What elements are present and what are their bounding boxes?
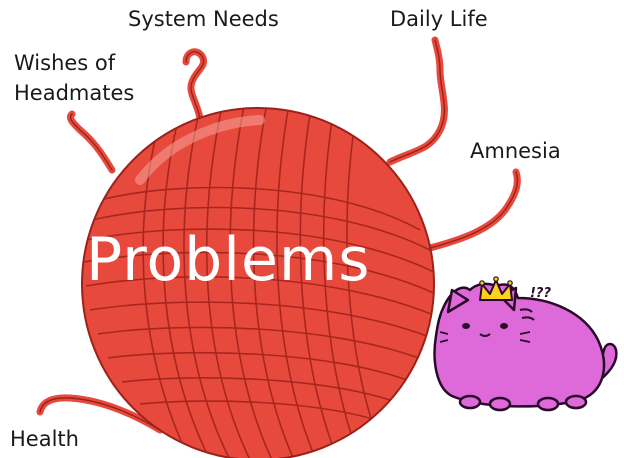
cat-exclamation: !?? xyxy=(530,286,551,301)
label-health: Health xyxy=(10,424,79,454)
strand-wishes xyxy=(70,114,112,170)
strand-daily-life xyxy=(390,40,444,162)
pusheen-cat-icon xyxy=(435,284,617,410)
label-system-needs: System Needs xyxy=(128,4,279,34)
label-wishes-of-headmates: Wishes of Headmates xyxy=(14,48,134,108)
label-daily-life: Daily Life xyxy=(390,4,488,34)
label-problems: Problems xyxy=(86,218,371,302)
strand-system-needs xyxy=(186,52,204,118)
crown-icon xyxy=(480,277,512,300)
label-amnesia: Amnesia xyxy=(470,136,561,166)
